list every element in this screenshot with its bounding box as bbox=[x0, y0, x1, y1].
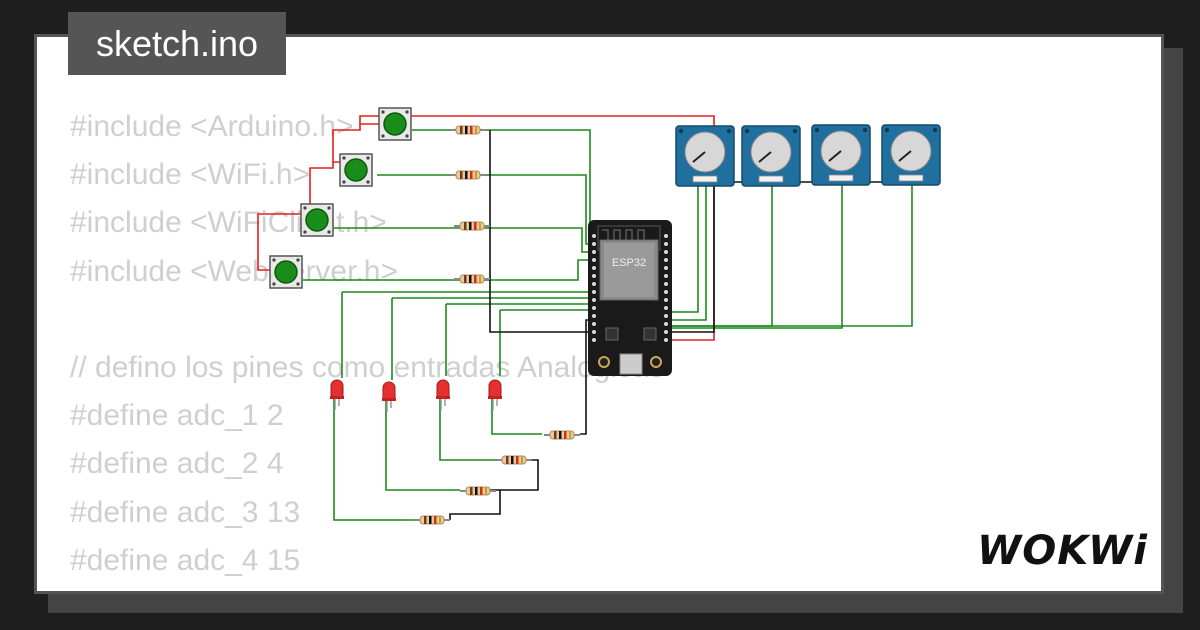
resistor-icon[interactable] bbox=[495, 455, 533, 465]
led-icon[interactable] bbox=[381, 381, 397, 413]
file-tab[interactable]: sketch.ino bbox=[68, 12, 286, 75]
led-icon[interactable] bbox=[487, 379, 503, 411]
code-line: #define adc_3 13 bbox=[70, 495, 301, 529]
resistor-icon[interactable] bbox=[453, 274, 491, 284]
led-icon[interactable] bbox=[435, 379, 451, 411]
resistor-icon[interactable] bbox=[459, 486, 497, 496]
potentiometer-icon[interactable] bbox=[811, 124, 871, 186]
potentiometer-icon[interactable] bbox=[741, 125, 801, 187]
pushbutton-icon[interactable] bbox=[269, 255, 303, 289]
code-line: #define adc_1 2 bbox=[70, 399, 284, 433]
potentiometer-icon[interactable] bbox=[675, 125, 735, 187]
potentiometer-icon[interactable] bbox=[881, 124, 941, 186]
board-label: ESP32 bbox=[612, 257, 646, 269]
resistor-icon[interactable] bbox=[449, 170, 487, 180]
code-line: #include <WiFi.h> bbox=[70, 158, 311, 192]
code-line: #include <WiFiClient.h> bbox=[70, 206, 387, 240]
code-line: #include <Arduino.h> bbox=[70, 110, 354, 143]
resistor-icon[interactable] bbox=[543, 430, 581, 440]
pushbutton-icon[interactable] bbox=[339, 153, 373, 187]
pushbutton-icon[interactable] bbox=[378, 107, 412, 141]
code-line: #define adc_2 4 bbox=[70, 447, 284, 481]
wokwi-logo: WOKWi bbox=[977, 528, 1148, 574]
pushbutton-icon[interactable] bbox=[300, 203, 334, 237]
code-line: #define adc_4 15 bbox=[70, 543, 301, 577]
resistor-icon[interactable] bbox=[413, 515, 451, 525]
led-icon[interactable] bbox=[329, 379, 345, 411]
resistor-icon[interactable] bbox=[449, 125, 487, 135]
esp32-board-icon[interactable]: ESP32 bbox=[588, 220, 672, 376]
